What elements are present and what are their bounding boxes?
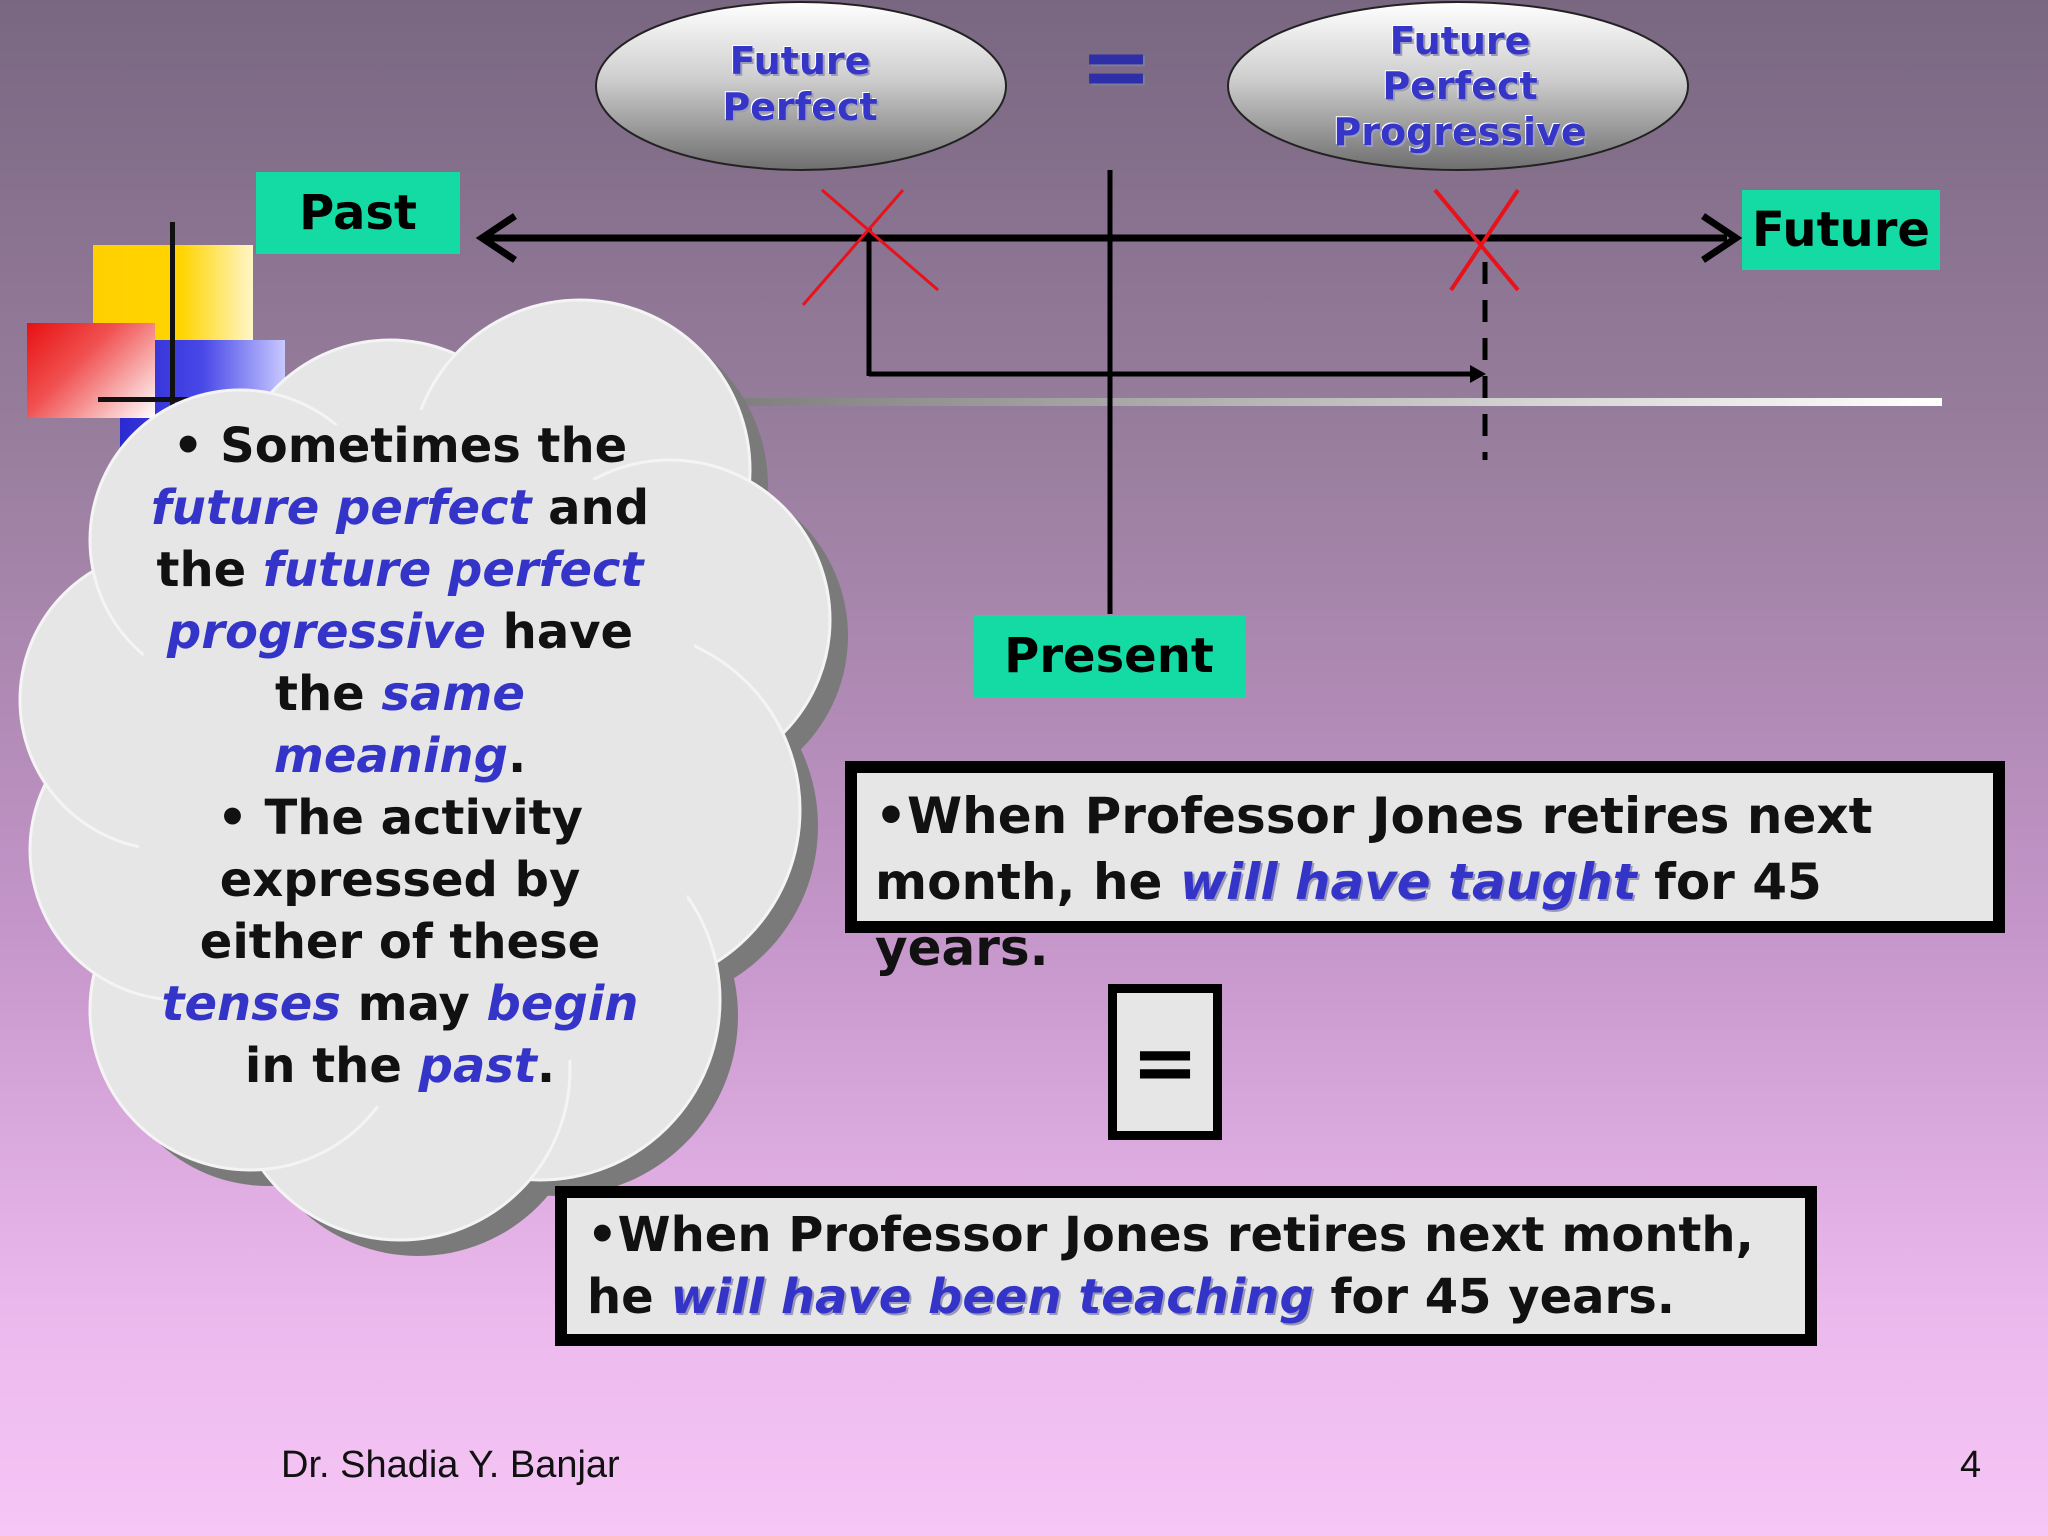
- cloud-line-11: in the past.: [244, 1038, 556, 1094]
- ellipse-label-future-perfect-progressive: Future Perfect Progressive: [1333, 18, 1587, 154]
- duration-arrowhead: [1470, 365, 1486, 383]
- cloud-line-2: future perfect and: [150, 480, 650, 536]
- ellipse-label-future-perfect: Future Perfect: [722, 39, 878, 129]
- footer-page-number: 4: [1960, 1444, 1982, 1486]
- cloud-line-4: progressive have: [166, 604, 634, 660]
- label-future: Future: [1742, 190, 1940, 270]
- sentence-box-future-perfect-progressive: •When Professor Jones retires next month…: [555, 1186, 1817, 1346]
- cloud-line-10: tenses may begin: [161, 976, 639, 1032]
- cloud-line-6: meaning.: [273, 728, 527, 784]
- ellipse-future-perfect-progressive: [1227, 1, 1689, 171]
- gradient-rule: [560, 398, 1942, 406]
- sentence-box-future-perfect: •When Professor Jones retires next month…: [845, 761, 2005, 977]
- cloud-line-3: the future perfect: [156, 542, 644, 598]
- marker-x-left: [801, 188, 939, 306]
- cloud-line-7: • The activity: [217, 790, 583, 846]
- cloud-line-1: • Sometimes the: [172, 418, 628, 474]
- label-past: Past: [256, 172, 460, 254]
- timeline-arrow-left: [475, 213, 517, 263]
- equals-box: =: [1108, 984, 1222, 1140]
- thought-cloud: [18, 298, 832, 1242]
- cloud-line-5: the same: [275, 666, 525, 722]
- timeline-arrow-right: [1701, 213, 1743, 263]
- marker-x-right: [1433, 188, 1520, 292]
- cloud-line-8: expressed by: [219, 852, 581, 908]
- highlight-will-have-taught: will have taught: [1179, 853, 1637, 911]
- cloud-text: • Sometimes the future perfect and the f…: [150, 415, 650, 1097]
- label-present: Present: [973, 615, 1245, 697]
- ellipse-future-perfect: [595, 1, 1007, 171]
- highlight-will-have-been-teaching: will have been teaching: [670, 1269, 1314, 1325]
- decor-vertical-line: [170, 222, 175, 452]
- footer-author: Dr. Shadia Y. Banjar: [281, 1444, 620, 1486]
- decor-horizontal-line: [98, 397, 238, 402]
- equals-sign-top: =: [1080, 17, 1153, 117]
- decor-red-square: [27, 323, 155, 418]
- cloud-line-9: either of these: [199, 914, 601, 970]
